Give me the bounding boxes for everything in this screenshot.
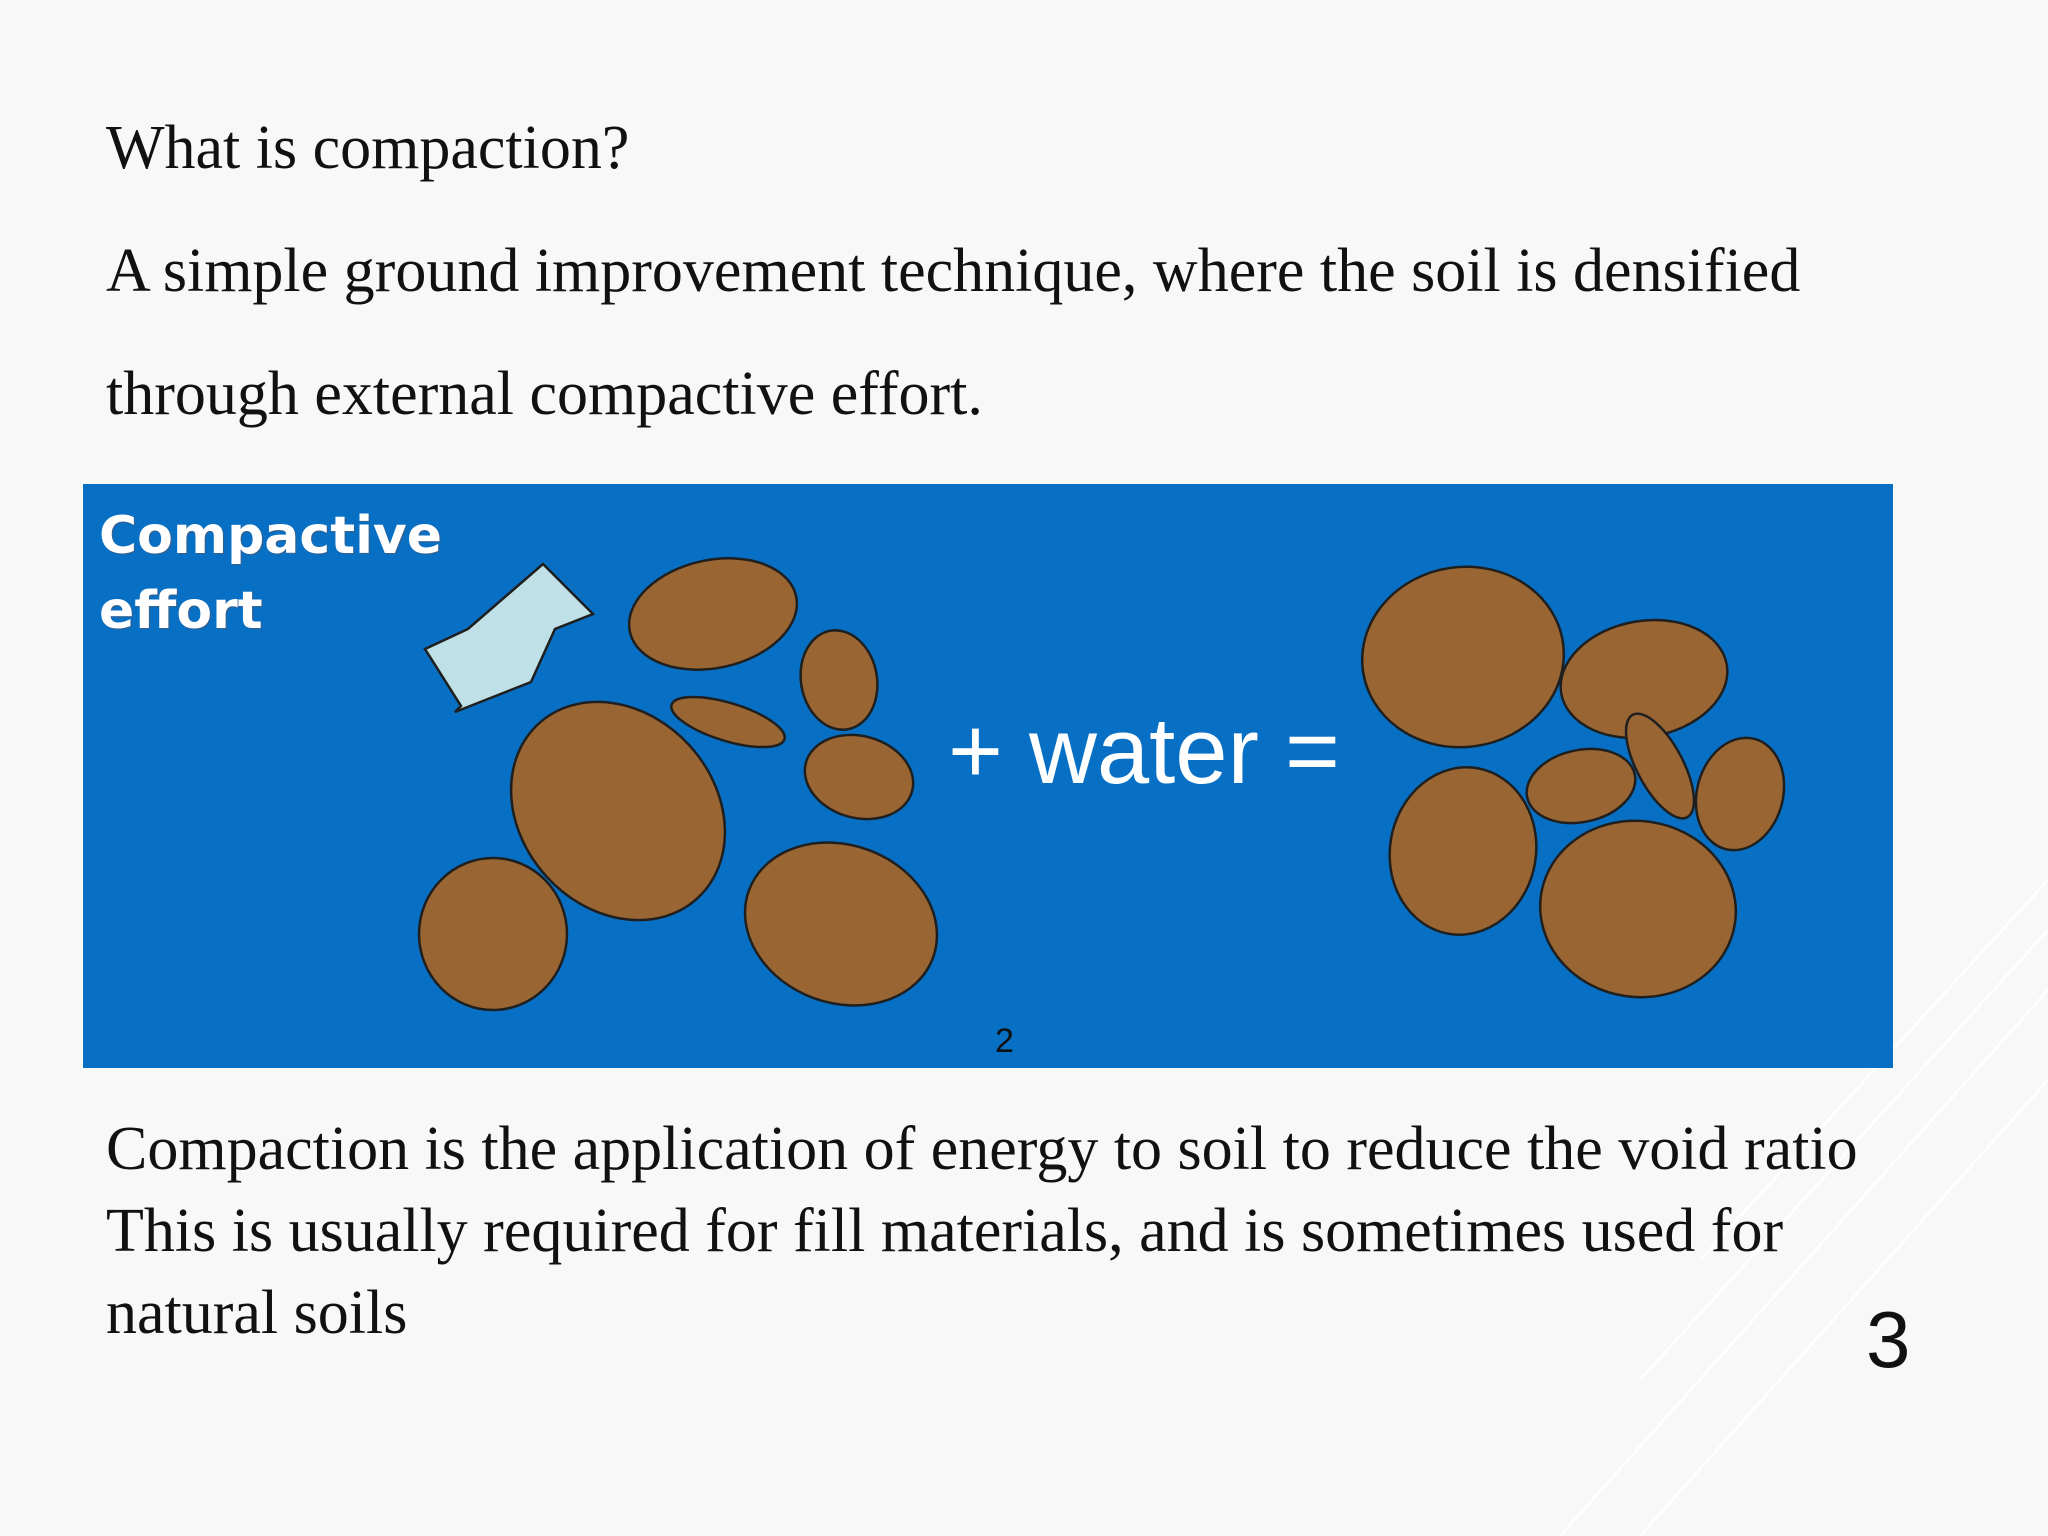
figure-number: 2 bbox=[995, 1022, 1014, 1060]
slide-heading: What is compaction? bbox=[106, 114, 630, 182]
soil-grain bbox=[1525, 747, 1637, 825]
soil-grain bbox=[417, 856, 569, 1012]
slide-number: 3 bbox=[1866, 1295, 1911, 1384]
definition-line-2: through external compactive effort. bbox=[106, 360, 983, 428]
figure-label-line-2: effort bbox=[99, 581, 263, 641]
body-line-1: Compaction is the application of energy … bbox=[106, 1115, 1858, 1183]
soil-grain bbox=[627, 557, 799, 671]
soil-grain bbox=[1388, 766, 1538, 936]
soil-grain bbox=[799, 629, 879, 731]
figure-label-line-1: Compactive bbox=[99, 506, 443, 566]
body-text: Compaction is the application of energy … bbox=[106, 1108, 1906, 1354]
soil-grain bbox=[803, 733, 915, 821]
compaction-figure: Compactive effort + water = 2 bbox=[83, 484, 1893, 1068]
soil-grain bbox=[1538, 819, 1738, 999]
soil-grain bbox=[743, 841, 939, 1007]
figure-graphic bbox=[417, 557, 1786, 1012]
soil-grain bbox=[1624, 712, 1696, 820]
plus-water-equals-text: + water = bbox=[948, 698, 1340, 803]
soil-grain bbox=[1694, 736, 1786, 852]
definition-line-1: A simple ground improvement technique, w… bbox=[106, 237, 1801, 305]
soil-grain bbox=[509, 700, 727, 922]
soil-grain bbox=[1360, 565, 1566, 749]
compactive-effort-arrow-icon bbox=[423, 562, 596, 714]
body-line-2: This is usually required for fill materi… bbox=[106, 1197, 1784, 1347]
soil-grain bbox=[670, 695, 786, 749]
